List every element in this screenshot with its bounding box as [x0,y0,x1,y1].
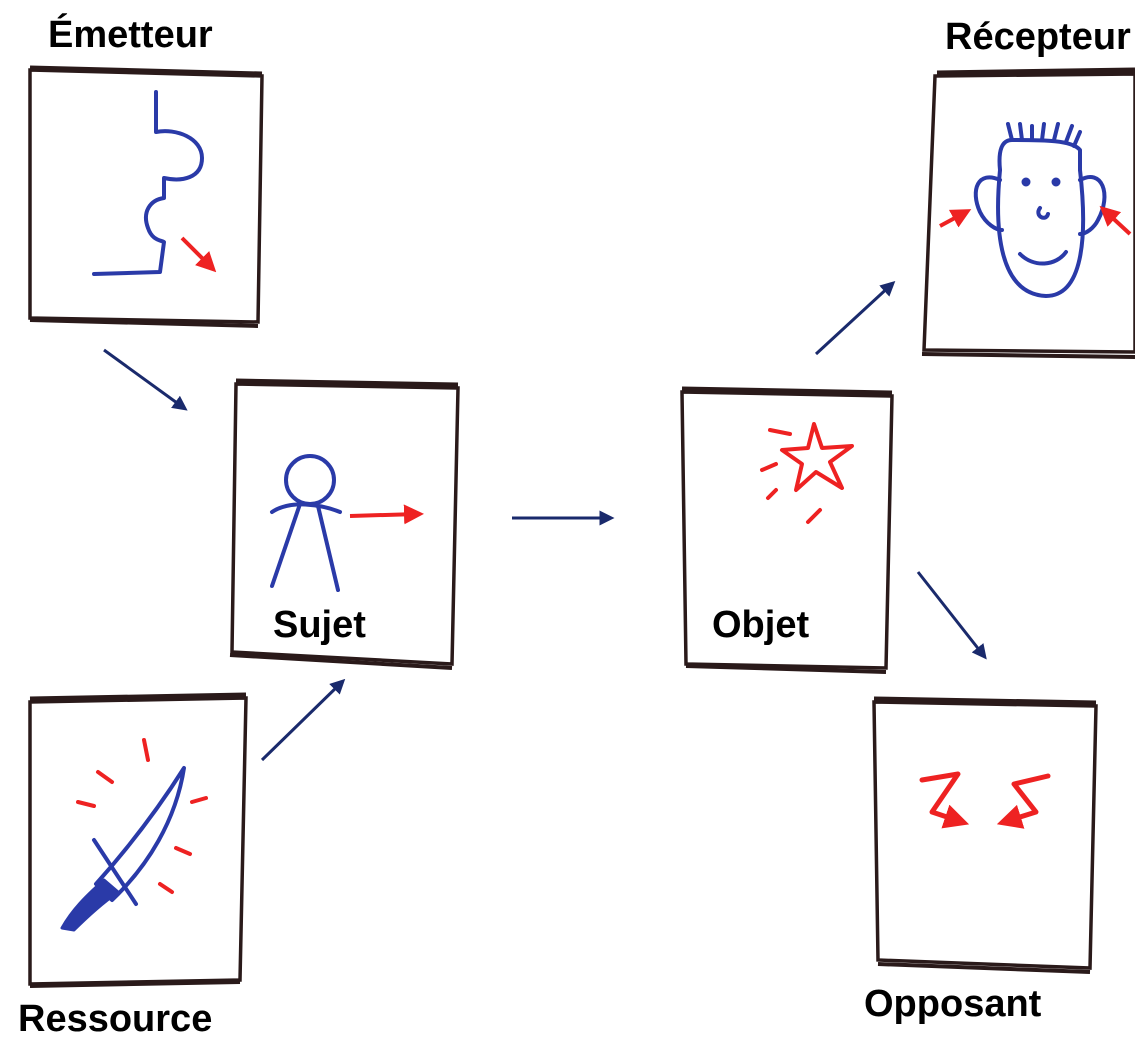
listening-face-icon [973,122,1107,298]
arrow-objet-to-recepteur [814,280,896,356]
arrow-ressource-to-sujet [260,678,346,762]
objet-card [680,386,894,674]
arrow-emetteur-to-sujet [103,348,188,411]
opposant-label: Opposant [864,983,1042,1025]
ressource-label: Ressource [18,998,213,1040]
recepteur-card [921,67,1135,359]
connector-arrows [103,280,987,762]
red-arrow-icon [349,504,424,525]
red-arrow-icon [180,236,217,273]
emetteur-label: Émetteur [48,14,213,56]
opposing-arrows-icon [919,771,1051,829]
ressource-card [28,692,248,988]
emetteur-card [28,65,264,328]
stick-figure-icon [270,454,342,592]
profile-icon [92,90,204,276]
sujet-card [229,378,460,670]
red-arrow-icon [939,205,1132,236]
arrow-objet-to-opposant [916,571,987,660]
sujet-label: Sujet [273,604,366,646]
objet-label: Objet [712,604,810,646]
opposant-card [872,696,1098,974]
star-icon [760,422,854,524]
sword-icon [60,738,208,932]
recepteur-label: Récepteur [945,16,1131,58]
